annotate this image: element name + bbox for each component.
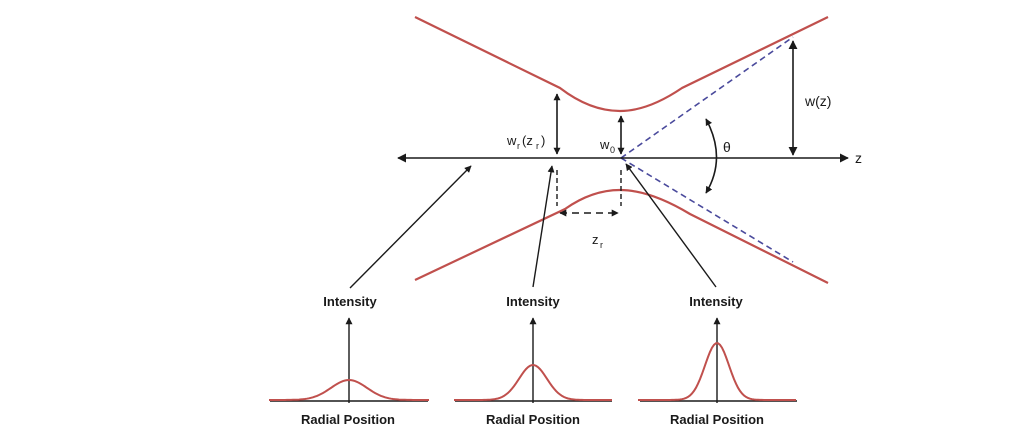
theta-arc [705,118,718,194]
pointer-arrow-far [349,165,472,289]
pointer-arrow-rayleigh [532,165,555,288]
wr-zr-label: w r (z r ) [506,133,545,151]
profile-2-curve [454,364,612,401]
beam-envelope-lower [414,188,829,284]
profile-1-position-label: Radial Position [301,412,395,427]
w0-label-sub: 0 [610,145,615,155]
wr-label-mid: (z [522,133,533,148]
profile-2-position-label: Radial Position [486,412,580,427]
w0-label-main: w [599,137,610,152]
profile-3-intensity-label: Intensity [689,294,743,309]
profile-3-position-label: Radial Position [670,412,764,427]
wr-label-end: ) [541,133,545,148]
asymptote-upper [620,36,794,159]
wr-label-sub2: r [536,141,539,151]
w0-label: w 0 [599,137,615,155]
z-axis-label: z [855,150,862,166]
profile-1-curve [269,378,429,401]
profile-1-intensity-label: Intensity [323,294,377,309]
zr-label-sub: r [600,240,603,250]
asymptote-lower [620,157,794,263]
profile-3-curve [638,342,796,401]
profile-2-intensity-label: Intensity [506,294,560,309]
w-z-label: w(z) [804,93,831,109]
zr-label: z r [592,232,603,250]
zr-label-main: z [592,232,599,247]
wr-label-sub1: r [517,141,520,151]
wr-label-main: w [506,133,517,148]
intensity-profile-far: Intensity Radial Position [269,294,429,427]
intensity-profile-rayleigh: Intensity Radial Position [454,294,612,427]
intensity-profile-waist: Intensity Radial Position [638,294,797,427]
theta-label: θ [723,139,731,155]
pointer-arrow-waist [625,163,717,288]
beam-envelope-upper [414,16,829,113]
